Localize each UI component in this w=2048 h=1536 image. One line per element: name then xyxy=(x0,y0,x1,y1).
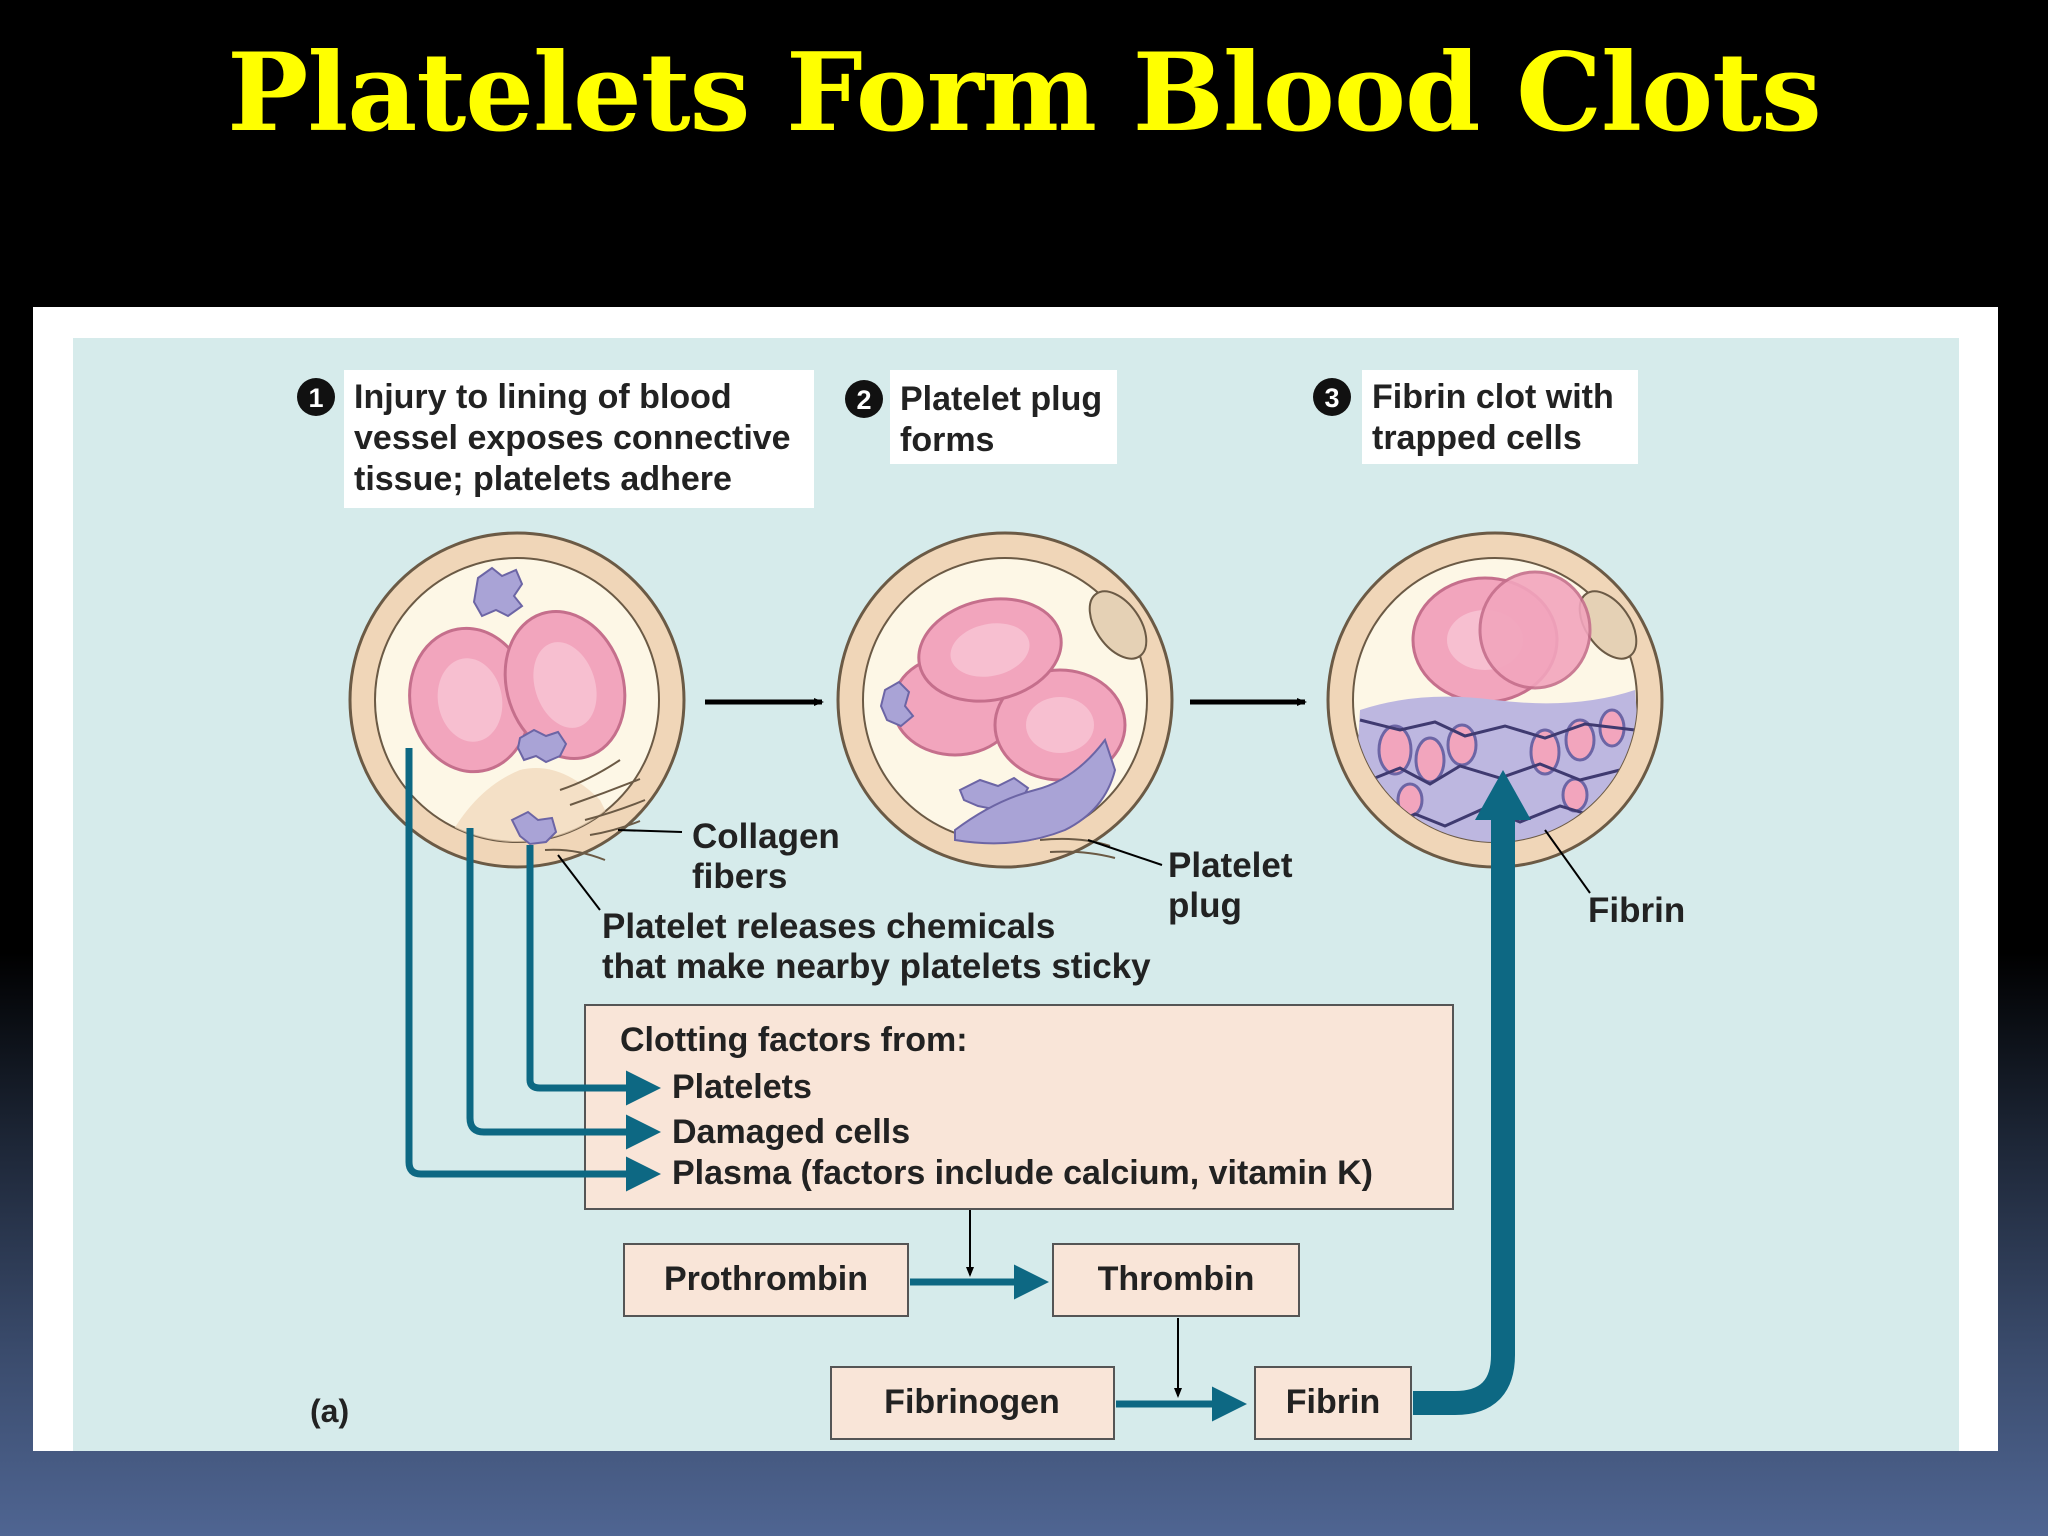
cascade: Prothrombin Thrombin Fibrinogen Fibrin xyxy=(623,1210,1412,1440)
step-2-number: 2 xyxy=(856,385,871,415)
chemicals-label: Platelet releases chemicals that make ne… xyxy=(602,907,1151,986)
factor-arrows xyxy=(405,748,661,1192)
collagen-fibers-2 xyxy=(1039,837,1116,859)
step-3-number: 3 xyxy=(1324,383,1339,413)
step-3-caption-line-1: Fibrin clot with xyxy=(1372,378,1614,416)
step-1-caption-line-1: Injury to lining of blood xyxy=(354,378,732,416)
collagen-label: Collagen fibers xyxy=(692,817,840,896)
fibrinogen-label: Fibrinogen xyxy=(884,1383,1060,1421)
step-3-caption-line-2: trapped cells xyxy=(1372,419,1582,457)
chemicals-label-line-1: Platelet releases chemicals xyxy=(602,907,1055,946)
collagen-label-line-1: Collagen xyxy=(692,817,840,856)
prothrombin-label: Prothrombin xyxy=(664,1260,868,1298)
collagen-label-line-2: fibers xyxy=(692,857,787,896)
collagen-fibers-1 xyxy=(544,759,646,861)
plasma-factor-arrow xyxy=(405,748,661,1192)
panel-tag: (a) xyxy=(310,1393,349,1429)
step-2-caption-line-1: Platelet plug xyxy=(900,380,1102,418)
platelets-factor-arrow xyxy=(526,845,661,1106)
step-2-caption-line-2: forms xyxy=(900,421,994,459)
prothrombin-box xyxy=(623,1243,909,1317)
fibrin-box xyxy=(1254,1366,1412,1440)
platelet-plug-label: Platelet plug xyxy=(1168,846,1293,925)
platelet-plug-2 xyxy=(879,680,1117,845)
clotting-factors-heading: Clotting factors from: xyxy=(620,1021,968,1059)
slide-title: Platelets Form Blood Clots xyxy=(227,30,1822,156)
vessel-2 xyxy=(836,531,1174,869)
fibrin-to-clot-arrow xyxy=(1413,770,1531,1415)
leader-lines xyxy=(557,829,1591,911)
fibrinogen-box xyxy=(830,1366,1115,1440)
step-2-caption: 2 Platelet plug forms xyxy=(845,370,1117,464)
platelet-plug-label-line-2: plug xyxy=(1168,886,1242,925)
factor-plasma: Plasma (factors include calcium, vitamin… xyxy=(672,1154,1373,1192)
red-blood-cells-1 xyxy=(408,609,627,774)
platelet-plug-label-line-1: Platelet xyxy=(1168,846,1293,885)
damaged-cells-factor-arrow xyxy=(466,828,661,1150)
thrombin-box xyxy=(1052,1243,1300,1317)
platelets-1 xyxy=(472,566,568,846)
step-3-caption: 3 Fibrin clot with trapped cells xyxy=(1313,370,1638,464)
step-1-caption: 1 Injury to lining of blood vessel expos… xyxy=(297,370,814,508)
factor-damaged-cells: Damaged cells xyxy=(672,1113,910,1151)
step-1-caption-line-2: vessel exposes connective xyxy=(354,419,791,457)
red-blood-cells-2 xyxy=(891,597,1127,782)
step-1-number: 1 xyxy=(308,383,323,413)
fibrin-box-label: Fibrin xyxy=(1286,1383,1380,1421)
chemicals-label-line-2: that make nearby platelets sticky xyxy=(602,947,1151,986)
step-1-caption-line-3: tissue; platelets adhere xyxy=(354,460,732,498)
thrombin-label: Thrombin xyxy=(1098,1260,1255,1298)
vessel-1 xyxy=(348,531,686,869)
red-blood-cells-3 xyxy=(1411,570,1592,704)
clotting-factors-box: Clotting factors from: Platelets Damaged… xyxy=(584,1004,1454,1210)
factor-platelets: Platelets xyxy=(672,1068,812,1106)
fibrin-mesh-label: Fibrin xyxy=(1588,891,1685,930)
